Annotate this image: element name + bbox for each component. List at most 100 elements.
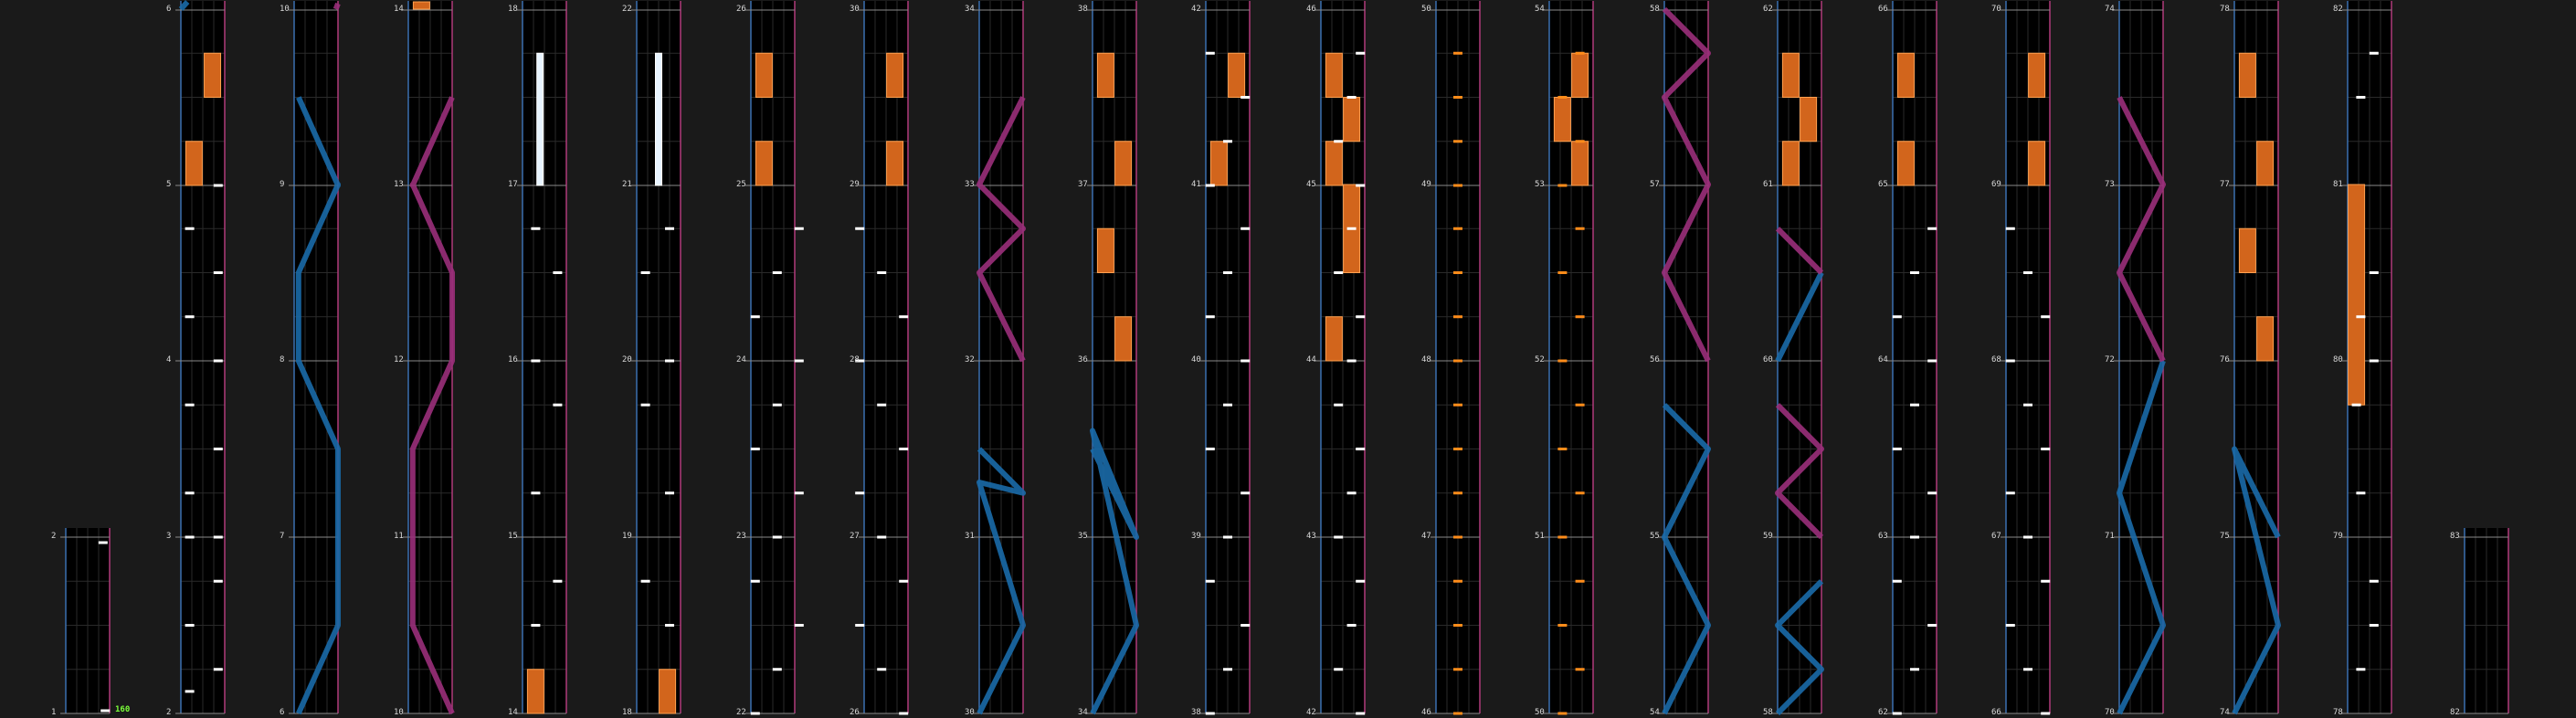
tap-note	[1334, 140, 1344, 143]
tap-note	[640, 271, 650, 274]
tap-note	[1892, 315, 1902, 319]
tap-note	[2356, 491, 2366, 495]
tap-note	[1892, 448, 1902, 450]
slide-path	[2117, 96, 2166, 363]
tap-note	[1557, 535, 1568, 539]
tap-note	[2005, 491, 2015, 495]
tap-note	[213, 271, 223, 274]
tap-note	[772, 403, 782, 407]
tap-note	[750, 712, 760, 715]
hold-note	[1781, 141, 1800, 186]
hold-note	[1096, 227, 1114, 273]
slide-path	[178, 0, 190, 12]
tap-note	[213, 448, 223, 450]
hold-note	[2348, 184, 2366, 406]
tap-note	[2005, 359, 2015, 363]
tap-note	[1892, 712, 1902, 715]
tap-note	[2023, 403, 2032, 407]
tap-note	[531, 624, 541, 627]
slide-path	[2232, 446, 2281, 715]
tap-note	[772, 271, 782, 274]
tap-note	[2005, 624, 2015, 627]
tap-note	[1223, 668, 1232, 671]
tap-note	[213, 535, 223, 539]
tap-note	[1205, 712, 1215, 715]
hold-note	[1209, 141, 1228, 186]
tap-note	[553, 579, 563, 583]
tap-note	[2041, 579, 2051, 583]
tap-note	[1205, 51, 1215, 55]
tap-note	[553, 403, 563, 407]
tap-note	[2369, 624, 2379, 627]
tap-note	[1453, 227, 1462, 230]
tap-note	[185, 535, 195, 539]
tap-note	[1205, 184, 1215, 187]
tap-note	[1240, 96, 1251, 99]
tap-note	[750, 579, 760, 583]
lane-column	[2459, 528, 2509, 714]
tap-note	[2369, 51, 2379, 55]
tap-note	[531, 227, 541, 230]
tap-note	[2356, 96, 2366, 99]
tap-note	[213, 668, 223, 671]
tap-note	[1346, 359, 1357, 363]
tap-note	[750, 448, 760, 450]
tap-note	[1356, 579, 1366, 583]
tap-note	[1223, 140, 1232, 143]
tap-note	[2351, 403, 2361, 407]
lane-column	[1659, 1, 1709, 714]
tap-note	[1205, 315, 1215, 319]
tap-note	[2023, 668, 2032, 671]
tap-note	[1575, 51, 1585, 55]
hold-note	[755, 52, 773, 98]
tap-note	[2369, 579, 2379, 583]
tap-note	[877, 403, 887, 407]
tap-note	[1927, 491, 1937, 495]
tap-note	[185, 491, 195, 495]
hold-note	[2256, 316, 2275, 362]
hold-note	[185, 141, 203, 186]
hold-note	[1800, 97, 1818, 143]
tap-note	[750, 315, 760, 319]
slide-path	[1775, 403, 1824, 540]
tap-note	[1223, 271, 1232, 274]
hold-note	[1228, 52, 1246, 98]
tap-note	[877, 668, 887, 671]
hold-note	[655, 52, 662, 186]
hold-note	[2238, 227, 2256, 273]
tap-note	[1557, 96, 1568, 99]
tap-note	[1453, 668, 1462, 671]
hold-note	[1553, 97, 1571, 143]
tap-note	[1575, 668, 1585, 671]
tap-note	[1453, 491, 1462, 495]
hold-note	[659, 669, 677, 714]
tap-note	[1927, 359, 1937, 363]
tap-note	[855, 491, 865, 495]
slide-path	[2117, 360, 2166, 715]
tap-note	[2005, 227, 2015, 230]
tap-note	[1453, 51, 1462, 55]
tap-note	[1453, 448, 1462, 450]
tap-note	[1575, 227, 1585, 230]
hold-note	[536, 52, 544, 186]
tap-note	[1453, 315, 1462, 319]
lane-column	[631, 1, 681, 714]
tap-note	[100, 709, 111, 713]
tap-note	[1892, 579, 1902, 583]
tap-note	[1557, 271, 1568, 274]
tap-note	[1453, 271, 1462, 274]
tap-note	[855, 227, 865, 230]
hold-note	[1896, 52, 1915, 98]
tap-note	[1453, 624, 1462, 627]
tap-note	[1205, 448, 1215, 450]
tap-note	[1334, 668, 1344, 671]
tap-note	[665, 491, 674, 495]
lane-column	[2001, 1, 2051, 714]
tap-note	[2356, 315, 2366, 319]
lane-column	[175, 1, 226, 714]
tap-note	[794, 624, 804, 627]
tap-note	[1356, 184, 1366, 187]
slide-path	[1775, 579, 1824, 716]
tap-note	[2356, 668, 2366, 671]
